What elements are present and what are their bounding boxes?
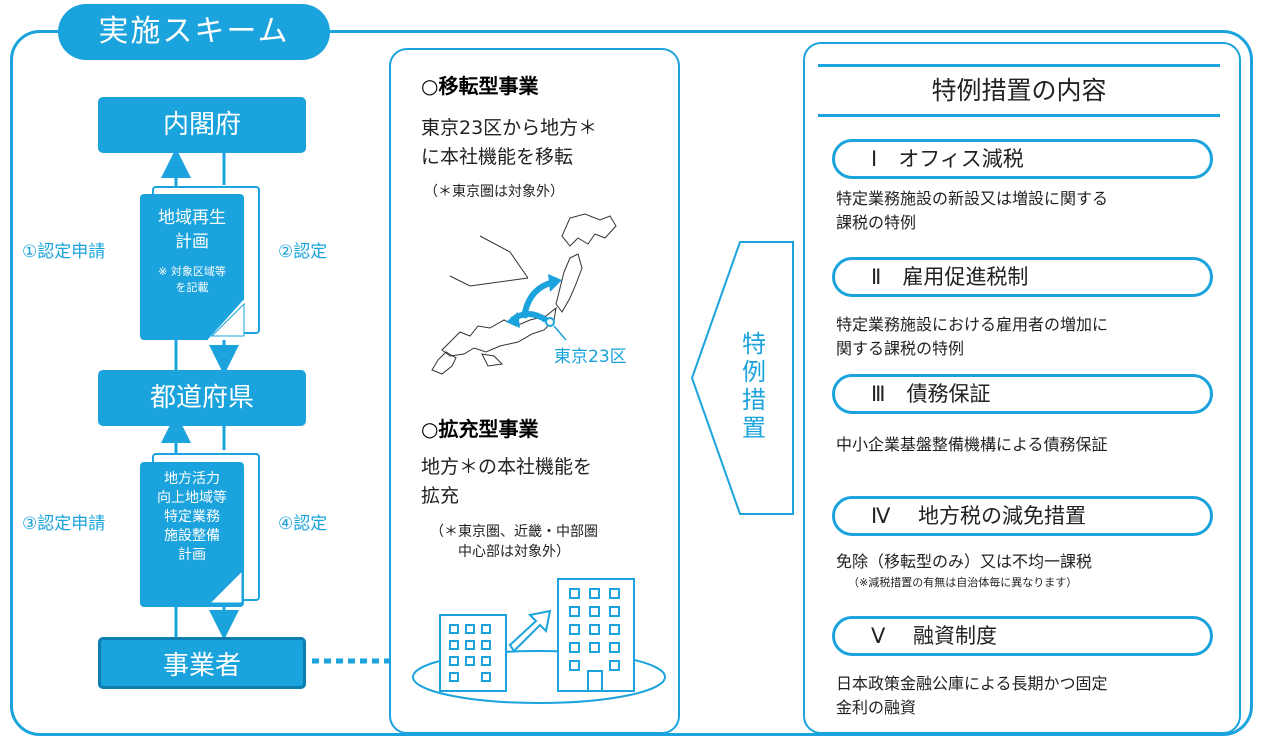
measures-heading: 特例措置の内容 xyxy=(931,76,1107,105)
heading-rule-top xyxy=(818,64,1220,67)
step2-label: ②認定 xyxy=(278,242,328,262)
expansion-text: 地方＊の本社機能を 拡充 xyxy=(421,456,593,507)
regional-plan-document: 地域再生 計画 ※ 対象区域等 を記載 xyxy=(140,194,244,340)
special-measures-label: 特例措置 xyxy=(742,330,766,442)
measure-2-desc: 特定業務施設における雇用者の増加に 関する課税の特例 xyxy=(836,315,1109,358)
measure-5-pill: Ⅴ 融資制度 xyxy=(832,616,1213,656)
prefecture-box: 都道府県 xyxy=(98,370,306,426)
measure-4-sub: （※減税措置の有無は自治体毎に異なります） xyxy=(848,576,1078,589)
doc2-fold-icon xyxy=(208,569,243,604)
relocation-heading: ○移転型事業 xyxy=(421,74,539,98)
special-measures-arrow xyxy=(690,241,794,515)
measures-panel xyxy=(803,42,1241,734)
japan-map-icon xyxy=(431,213,617,375)
measure-1-pill: Ⅰ オフィス減税 xyxy=(832,139,1213,179)
measure-3-pill: Ⅲ 債務保証 xyxy=(832,374,1213,414)
step4-label: ④認定 xyxy=(278,514,328,534)
project-types-panel xyxy=(389,48,680,734)
scheme-frame xyxy=(10,30,1253,736)
measure-3-desc: 中小企業基盤整備機構による債務保証 xyxy=(836,435,1108,454)
doc1-fold-icon xyxy=(208,300,245,340)
doc1-title: 地域再生 計画 xyxy=(158,208,226,252)
relocation-note: （＊東京圏は対象外） xyxy=(424,184,564,200)
expansion-heading: ○拡充型事業 xyxy=(421,417,539,441)
relocation-text: 東京23区から地方＊ に本社機能を移転 xyxy=(421,117,598,168)
building-expansion-icon xyxy=(412,578,666,704)
cabinet-office-box: 内閣府 xyxy=(98,97,306,153)
business-box: 事業者 xyxy=(98,637,306,689)
step3-label: ③認定申請 xyxy=(22,514,106,534)
facility-plan-document: 地方活力 向上地域等 特定業務 施設整備 計画 xyxy=(140,462,244,607)
measure-1-desc: 特定業務施設の新設又は増設に関する 課税の特例 xyxy=(836,189,1109,232)
expansion-note: （＊東京圏、近畿・中部圏 中心部は対象外） xyxy=(430,524,598,560)
measure-4-pill: Ⅳ 地方税の減免措置 xyxy=(832,496,1213,536)
measure-4-desc: 免除（移転型のみ）又は不均一課税 xyxy=(836,552,1093,571)
heading-rule-bottom xyxy=(818,114,1220,117)
doc2-title: 地方活力 向上地域等 特定業務 施設整備 計画 xyxy=(157,471,227,563)
measure-5-desc: 日本政策金融公庫による長期かつ固定 金利の融資 xyxy=(836,674,1108,717)
scheme-title: 実施スキーム xyxy=(58,4,330,60)
measure-2-pill: Ⅱ 雇用促進税制 xyxy=(832,257,1213,297)
doc1-note: ※ 対象区域等 を記載 xyxy=(158,265,226,294)
step1-label: ①認定申請 xyxy=(22,242,106,262)
tokyo-23-label: 東京23区 xyxy=(554,347,627,367)
